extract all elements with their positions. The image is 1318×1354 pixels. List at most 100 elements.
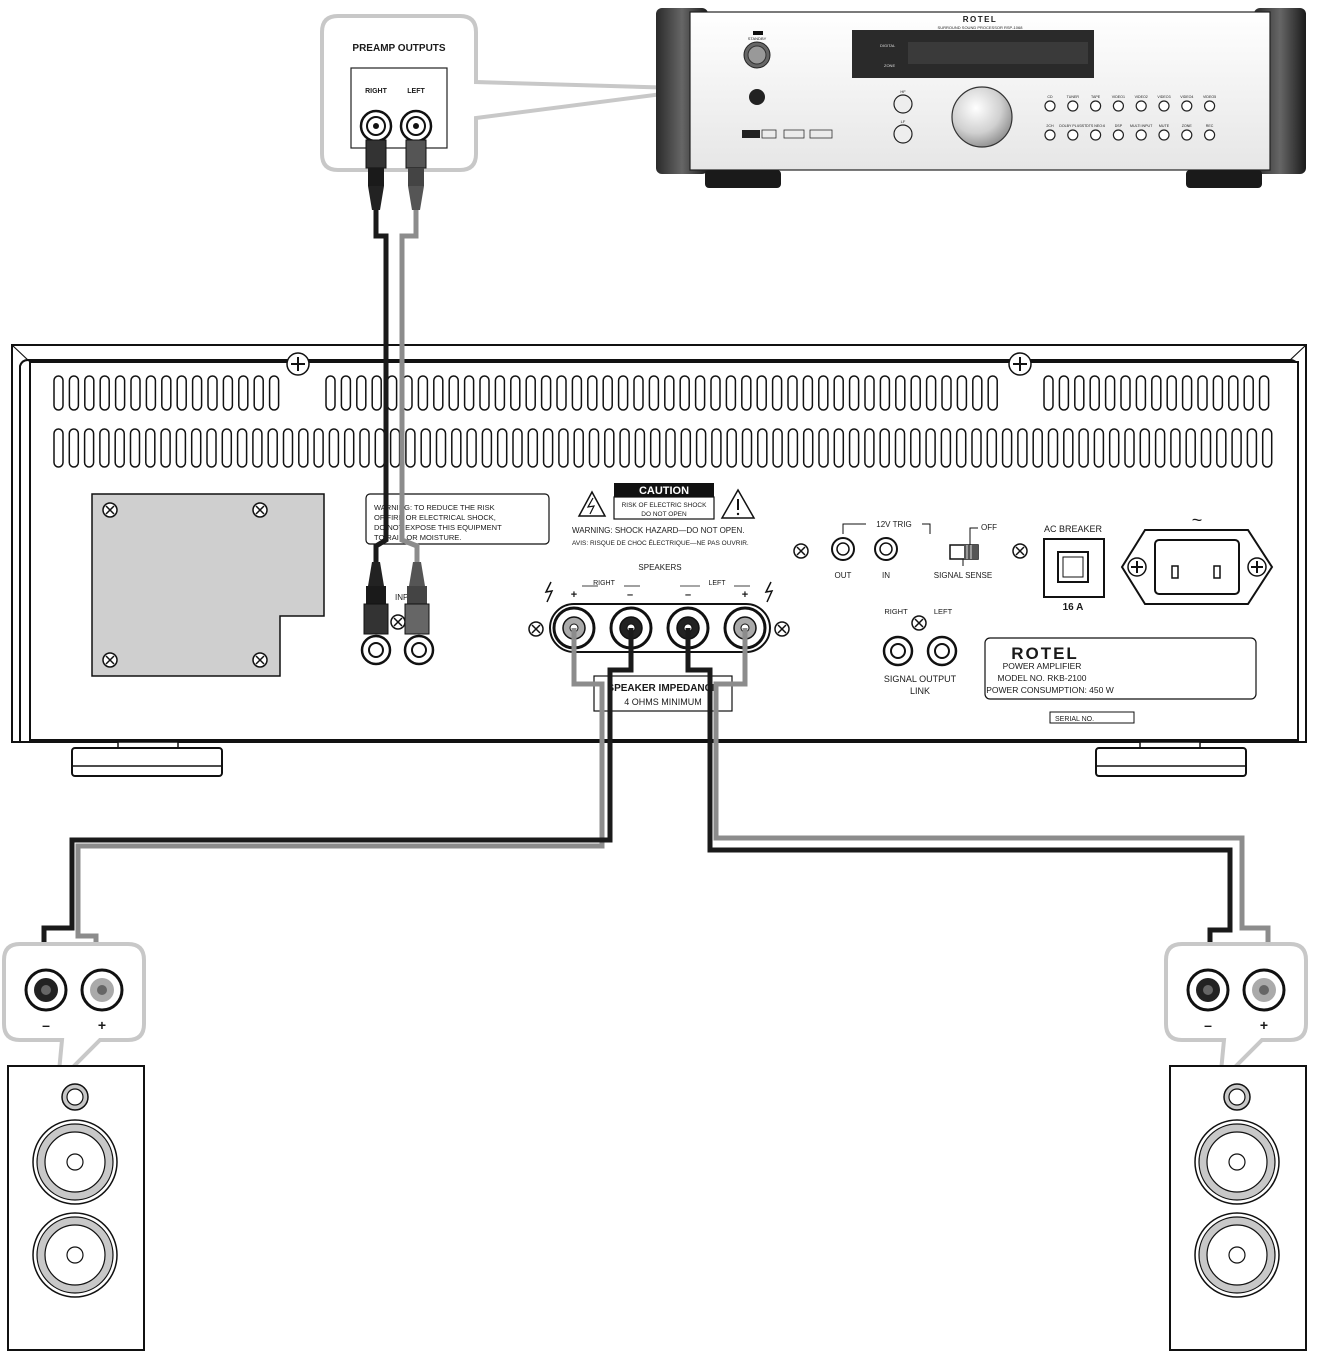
vent-slot <box>986 428 998 468</box>
vent-slot <box>466 428 477 468</box>
input-button[interactable]: VIDEO3 <box>1157 95 1171 112</box>
input-button[interactable]: VIDEO5 <box>1203 95 1216 112</box>
vent-slot <box>879 428 890 468</box>
vent-slot <box>925 428 936 468</box>
trig-in-label: IN <box>882 571 890 580</box>
vent-slot <box>161 375 172 411</box>
vent-slot <box>1043 375 1054 411</box>
vent-slot <box>525 375 536 411</box>
amp-input-left-jack[interactable] <box>403 634 435 666</box>
vent-slot <box>940 428 952 468</box>
input-button-label: TUNER <box>1067 95 1080 99</box>
input-button-label: TAPE <box>1091 95 1101 99</box>
vent-slot <box>757 428 768 468</box>
vent-slot <box>433 375 444 411</box>
vent-slot <box>420 428 431 468</box>
vent-slot <box>386 375 398 411</box>
speakers-label: SPEAKERS <box>638 563 681 572</box>
hf-button[interactable] <box>893 94 913 114</box>
warning-line-1: WARNING: TO REDUCE THE RISK <box>374 503 495 512</box>
preamp-outputs-title: PREAMP OUTPUTS <box>352 43 445 54</box>
vent-slot <box>910 375 921 411</box>
left-minus-label: – <box>685 589 691 601</box>
left-speaker-minus-terminal[interactable] <box>24 968 68 1012</box>
ac-symbol: ~ <box>1192 510 1203 530</box>
vent-slot <box>1074 375 1085 411</box>
rca-plug-right-top <box>365 139 387 210</box>
input-button[interactable]: TUNER <box>1067 95 1080 112</box>
link-left-jack[interactable] <box>926 635 958 667</box>
input-button-label: DOLBY PLII/3ST <box>1059 124 1087 128</box>
vent-slot <box>1120 375 1131 411</box>
trig-in-jack[interactable] <box>874 537 898 561</box>
vent-slot <box>313 428 324 468</box>
vent-slot <box>479 375 490 411</box>
vent-slot <box>633 375 644 411</box>
rating-plate: ROTEL POWER AMPLIFIER MODEL NO. RKB-2100… <box>984 637 1257 724</box>
warning-line-2: OF FIRE OR ELECTRICAL SHOCK, <box>374 513 496 522</box>
right-speaker-minus-terminal[interactable] <box>1186 968 1230 1012</box>
vent-slot <box>894 428 906 468</box>
input-button-label: MULTI INPUT <box>1130 124 1153 128</box>
trig-label: 12V TRIG <box>876 520 911 529</box>
input-button[interactable]: MUTE <box>1158 124 1170 141</box>
trig-out-jack[interactable] <box>831 537 855 561</box>
ac-power-inlet[interactable]: ~ <box>1120 510 1274 605</box>
right-speaker-plus-terminal[interactable] <box>1242 968 1286 1012</box>
vent-slot <box>1032 428 1043 468</box>
vent-slot <box>540 375 552 411</box>
speakers-left-label: LEFT <box>708 580 726 587</box>
input-button[interactable]: VIDEO1 <box>1112 95 1125 112</box>
vent-slot <box>1063 428 1074 468</box>
input-button[interactable]: VIDEO2 <box>1135 95 1148 112</box>
link-right-jack[interactable] <box>882 635 914 667</box>
link-left-label: LEFT <box>934 607 953 616</box>
preamp-left-jack[interactable] <box>399 109 433 143</box>
hf-label: HF <box>900 89 906 94</box>
impedance-line-2: 4 OHMS MINIMUM <box>624 697 702 707</box>
lf-button[interactable] <box>893 124 913 144</box>
impedance-line-1: SPEAKER IMPEDANCE <box>607 683 718 694</box>
signal-sense-switch[interactable] <box>949 544 979 560</box>
preamp-right-label: RIGHT <box>365 88 388 95</box>
vent-slot <box>971 428 982 468</box>
input-button[interactable]: DOLBY PLII/3ST <box>1059 124 1087 141</box>
input-button-label: VIDEO2 <box>1135 95 1148 99</box>
vent-slot <box>617 375 629 411</box>
plate-line-1: POWER AMPLIFIER <box>1003 661 1082 671</box>
plate-brand: ROTEL <box>1011 644 1079 663</box>
ir-sensor <box>749 89 765 105</box>
input-button[interactable]: TAPE <box>1089 95 1102 112</box>
vent-slot <box>114 428 125 468</box>
amp-input-right-jack[interactable] <box>360 634 392 666</box>
left-speaker-plus-terminal[interactable] <box>80 968 124 1012</box>
vent-slot <box>99 428 110 468</box>
vent-slot <box>53 428 64 468</box>
input-button[interactable]: REC <box>1203 124 1216 141</box>
left-speaker-callout <box>2 942 146 1088</box>
lf-label: LF <box>901 119 906 124</box>
input-button[interactable]: ZONE <box>1181 124 1193 141</box>
input-button[interactable]: MULTI INPUT <box>1130 124 1153 141</box>
preamp-outputs-callout: PREAMP OUTPUTS RIGHT LEFT <box>320 14 680 172</box>
vent-slot <box>1258 375 1270 411</box>
vent-slot <box>206 428 217 468</box>
vent-slot <box>343 428 355 468</box>
right-woofer-upper <box>1194 1119 1280 1205</box>
vent-slot <box>802 375 814 411</box>
vent-slot <box>359 428 370 468</box>
input-button[interactable]: DSP <box>1112 124 1125 141</box>
screw <box>1012 543 1028 559</box>
vent-slot <box>787 375 798 411</box>
vent-slot <box>619 428 630 468</box>
standby-button[interactable] <box>743 41 771 69</box>
input-button[interactable]: VIDEO4 <box>1180 95 1193 112</box>
vent-slot <box>356 375 367 411</box>
plate-line-2: MODEL NO. RKB-2100 <box>998 673 1087 683</box>
preamp-right-jack[interactable] <box>359 109 393 143</box>
input-button[interactable]: DTS NEO:6 <box>1086 124 1105 141</box>
volume-knob[interactable] <box>951 86 1013 148</box>
input-button-label: DTS NEO:6 <box>1086 124 1105 128</box>
input-button[interactable]: 2CH <box>1044 124 1056 141</box>
input-button[interactable]: CD <box>1044 95 1056 112</box>
